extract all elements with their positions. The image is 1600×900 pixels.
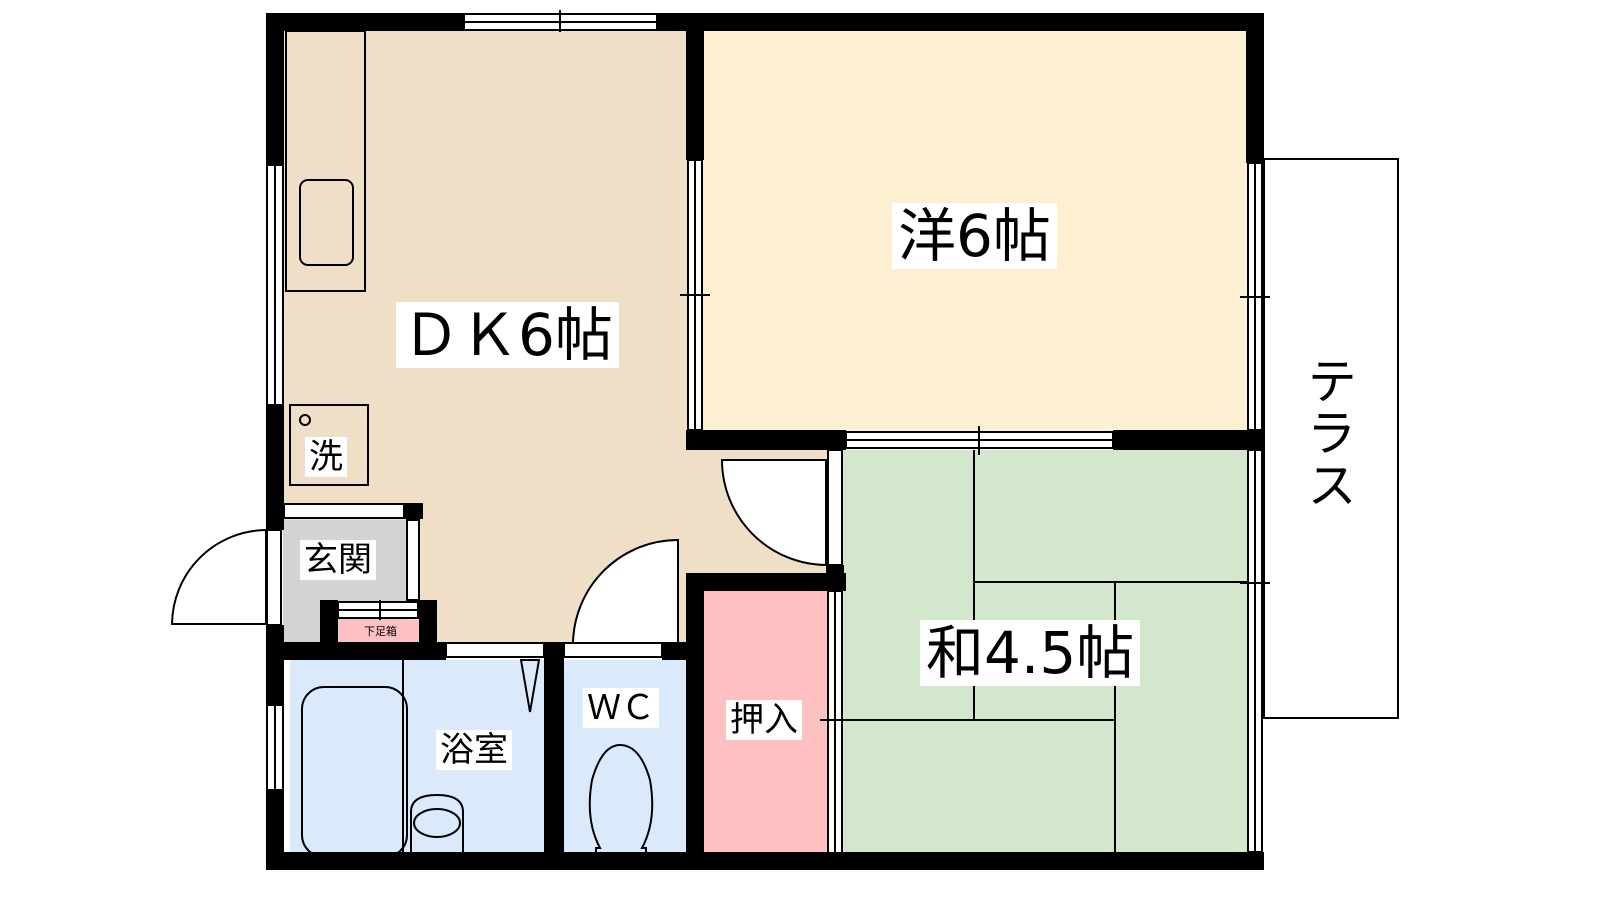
windows xyxy=(266,10,1270,854)
doors xyxy=(170,459,827,713)
wc-label: ＷＣ xyxy=(583,688,659,728)
toilet xyxy=(588,743,654,853)
laundry-label: 洗 xyxy=(305,437,347,477)
dk-label: ＤＫ6帖 xyxy=(396,302,619,368)
kitchen-sink xyxy=(299,179,354,266)
drain-icon xyxy=(299,414,311,426)
washing-machine-space xyxy=(289,404,369,486)
japanese-room-label: 和4.5帖 xyxy=(920,620,1141,686)
western-room-label: 洋6帖 xyxy=(892,203,1057,269)
kitchen-counter xyxy=(285,30,366,292)
bathtub xyxy=(301,686,408,858)
walls xyxy=(266,13,1264,870)
washbasin xyxy=(410,793,464,853)
shoe-box-label: 下足箱 xyxy=(364,625,397,638)
entrance-label: 玄関 xyxy=(300,540,376,580)
closet-label: 押入 xyxy=(726,700,802,740)
shoe-box xyxy=(339,620,419,642)
terrace-label: テラス xyxy=(1299,355,1357,511)
bathroom-label: 浴室 xyxy=(436,730,512,770)
